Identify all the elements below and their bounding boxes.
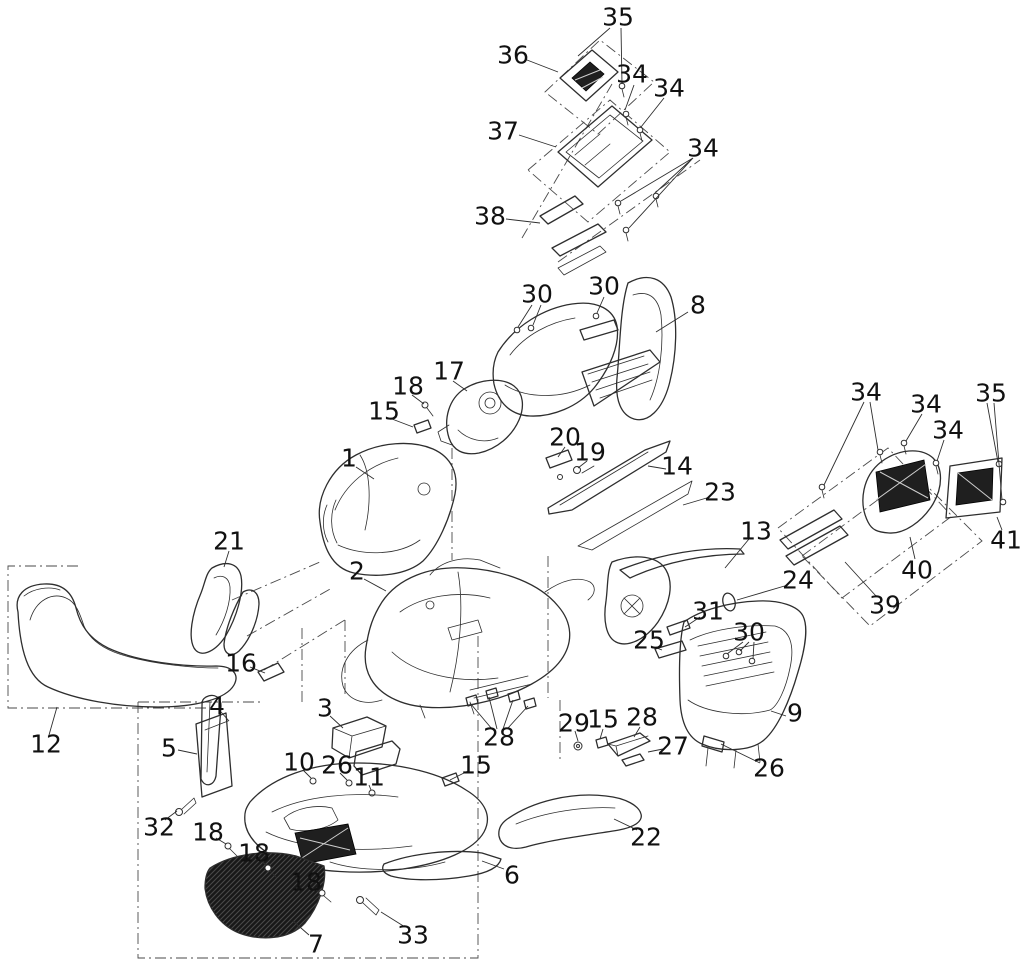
callout-24: 24 — [782, 566, 814, 595]
part-bracket-16 — [257, 662, 285, 682]
part-bracket-38 — [539, 195, 607, 276]
part-bolts-18 — [224, 401, 434, 903]
part-front-fascia — [244, 762, 489, 873]
callout-28: 28 — [483, 723, 515, 752]
callout-6: 6 — [504, 861, 520, 890]
part-bracket-26 — [701, 735, 725, 753]
callout-21: 21 — [213, 527, 245, 556]
callout-34: 34 — [850, 378, 882, 407]
callout-3: 3 — [317, 694, 333, 723]
callout-19: 19 — [574, 438, 606, 467]
part-bolt-31 — [666, 619, 691, 636]
callout-34: 34 — [653, 74, 685, 103]
callout-25: 25 — [633, 626, 665, 655]
callout-40: 40 — [901, 556, 933, 585]
part-grommet-24 — [722, 592, 736, 612]
line-art — [16, 49, 1003, 939]
part-rear-panel-36 — [559, 49, 619, 102]
callout-9: 9 — [787, 699, 803, 728]
callout-23: 23 — [704, 478, 736, 507]
callout-26: 26 — [321, 751, 353, 780]
part-strip-6 — [382, 850, 502, 881]
callout-30: 30 — [733, 618, 765, 647]
callout-13: 13 — [740, 517, 772, 546]
part-fender-22 — [498, 794, 642, 850]
part-panel-5 — [195, 712, 233, 798]
callout-27: 27 — [657, 732, 689, 761]
callout-14: 14 — [661, 452, 693, 481]
callout-34: 34 — [910, 390, 942, 419]
callout-38: 38 — [474, 202, 506, 231]
part-bolt-33 — [356, 896, 380, 916]
callout-41: 41 — [990, 526, 1022, 555]
callout-8: 8 — [690, 291, 706, 320]
callout-35: 35 — [975, 379, 1007, 408]
callout-18: 18 — [392, 372, 424, 401]
part-clip-15 — [441, 772, 460, 787]
callout-4: 4 — [209, 692, 225, 721]
callout-34: 34 — [932, 416, 964, 445]
part-panel-23 — [577, 480, 693, 551]
leader-lines — [48, 27, 1003, 936]
callout-17: 17 — [433, 357, 465, 386]
callout-7: 7 — [308, 930, 324, 959]
part-bracket-25 — [654, 640, 687, 659]
callout-22: 22 — [630, 823, 662, 852]
callout-18: 18 — [192, 818, 224, 847]
part-bracket-4 — [200, 694, 222, 786]
part-headlight-pod-21 — [190, 562, 260, 656]
callout-30: 30 — [521, 280, 553, 309]
part-rear-fender-8 — [492, 276, 677, 421]
callout-12: 12 — [30, 730, 62, 759]
part-trim-13 — [619, 548, 745, 579]
part-rear-panel-37 — [557, 105, 653, 188]
callout-5: 5 — [161, 734, 177, 763]
callout-16: 16 — [225, 649, 257, 678]
part-strip-14 — [547, 440, 671, 515]
callout-15: 15 — [460, 751, 492, 780]
callout-1: 1 — [341, 444, 357, 473]
part-side-panel-25 — [604, 556, 736, 659]
callout-10: 10 — [283, 748, 315, 777]
part-clips-28 — [465, 687, 537, 710]
callout-18: 18 — [238, 839, 270, 868]
part-mudguard-40 — [862, 450, 942, 534]
callout-31: 31 — [692, 597, 724, 626]
callout-29: 29 — [558, 709, 590, 738]
part-main-body-2 — [257, 558, 595, 719]
part-grille-7 — [204, 852, 326, 939]
callout-18: 18 — [290, 868, 322, 897]
callout-30: 30 — [588, 272, 620, 301]
callout-15: 15 — [368, 397, 400, 426]
callout-34: 34 — [616, 60, 648, 89]
callout-39: 39 — [869, 591, 901, 620]
callout-32: 32 — [143, 813, 175, 842]
callout-35: 35 — [602, 3, 634, 32]
part-mudguard-41 — [945, 457, 1003, 519]
callout-28: 28 — [626, 703, 658, 732]
part-tank-cover-1 — [318, 442, 457, 576]
part-seat-12 — [16, 583, 237, 708]
callout-26: 26 — [753, 754, 785, 783]
callout-34: 34 — [687, 134, 719, 163]
part-console-17 — [413, 379, 524, 455]
callout-37: 37 — [487, 117, 519, 146]
callout-11: 11 — [353, 763, 385, 792]
part-mudguard-39 — [779, 509, 849, 566]
callout-36: 36 — [497, 41, 529, 70]
callout-15: 15 — [587, 705, 619, 734]
callout-2: 2 — [349, 557, 365, 586]
callout-20: 20 — [549, 423, 581, 452]
part-bolt-32 — [175, 797, 197, 816]
part-fastener-group-27 — [441, 732, 651, 787]
callout-33: 33 — [397, 921, 429, 950]
